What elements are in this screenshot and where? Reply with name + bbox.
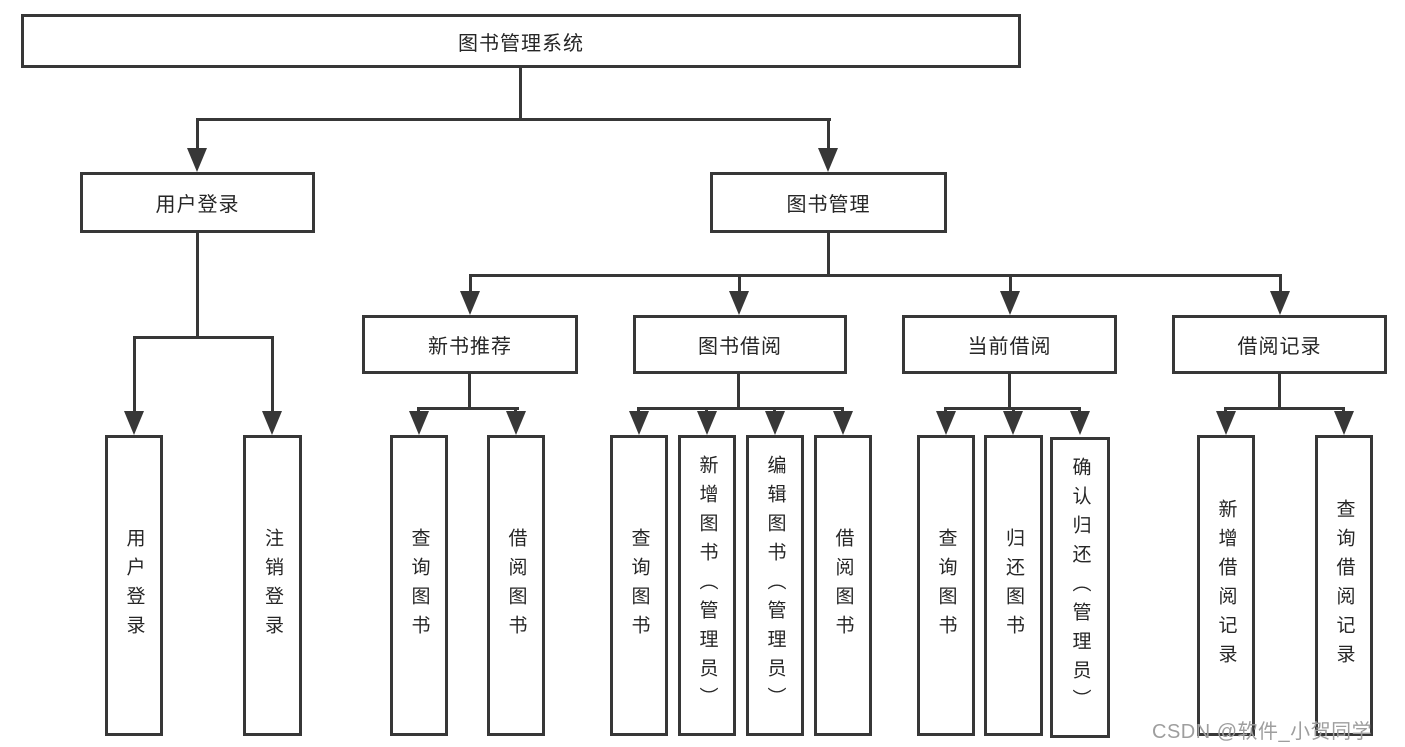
connector-stem-leaf-logout (271, 336, 274, 416)
leaf-borrow-books-1: 借阅图书 (487, 435, 545, 736)
leaf-query-books-1: 查询图书 (390, 435, 448, 736)
leaf-label: 用户登录 (123, 527, 145, 644)
leaf-return-book: 归还图书 (984, 435, 1043, 736)
connector-new-book-rec-trunk (468, 372, 471, 409)
leaf-query-borrow-record: 查询借阅记录 (1315, 435, 1373, 736)
leaf-add-book-admin: 新增图书（管理员） (678, 435, 736, 736)
arrowhead-leaf-user-login (124, 411, 144, 435)
arrowhead-leaf-confirm-return (1070, 411, 1090, 435)
leaf-query-books-3: 查询图书 (917, 435, 975, 736)
connector-stem-book-mgmt (827, 118, 830, 154)
node-book-management: 图书管理 (710, 172, 947, 233)
arrowhead-leaf-edit-book-admin (765, 411, 785, 435)
arrowhead-user-login (187, 148, 207, 172)
leaf-label: 查询图书 (408, 527, 430, 644)
leaf-label: 确认归还（管理员） (1069, 457, 1091, 718)
arrowhead-leaf-query-book-3 (936, 411, 956, 435)
leaf-query-books-2: 查询图书 (610, 435, 668, 736)
connector-stem-borrow-records (1279, 274, 1282, 296)
arrowhead-current-borrow (1000, 291, 1020, 315)
arrowhead-leaf-query-borrow-record (1334, 411, 1354, 435)
leaf-label: 借阅图书 (832, 527, 854, 644)
arrowhead-leaf-query-book-2 (629, 411, 649, 435)
arrowhead-leaf-query-book-1 (409, 411, 429, 435)
node-user-login: 用户登录 (80, 172, 315, 233)
leaf-label: 注销登录 (262, 527, 283, 644)
node-library-management-system: 图书管理系统 (21, 14, 1021, 68)
arrowhead-leaf-add-borrow-record (1216, 411, 1236, 435)
node-label: 当前借阅 (967, 336, 1052, 358)
node-label: 图书管理系统 (458, 32, 584, 55)
leaf-add-borrow-record: 新增借阅记录 (1197, 435, 1255, 736)
leaf-label: 查询图书 (628, 527, 650, 644)
leaf-borrow-books-2: 借阅图书 (814, 435, 872, 736)
connector-stem-book-borrow (738, 274, 741, 296)
connector-stem-new-book-rec (469, 274, 472, 296)
leaf-user-login: 用户登录 (105, 435, 163, 736)
leaf-label: 查询借阅记录 (1333, 498, 1355, 673)
node-new-book-recommend: 新书推荐 (362, 315, 578, 374)
csdn-watermark: CSDN @软件_小贺同学 (1152, 721, 1373, 743)
arrowhead-book-borrow (729, 291, 749, 315)
connector-borrow-records-branch (1225, 407, 1345, 410)
connector-current-borrow-trunk (1008, 372, 1011, 409)
connector-book-mgmt-branch (469, 274, 1282, 277)
connector-user-login-trunk (196, 231, 199, 338)
arrowhead-leaf-add-book-admin (697, 411, 717, 435)
leaf-edit-book-admin: 编辑图书（管理员） (746, 435, 804, 736)
leaf-label: 借阅图书 (505, 527, 527, 644)
connector-stem-user-login (196, 118, 199, 154)
leaf-confirm-return-admin: 确认归还（管理员） (1050, 437, 1110, 738)
node-label: 用户登录 (155, 194, 240, 216)
leaf-label: 新增借阅记录 (1215, 498, 1237, 673)
connector-user-login-branch (133, 336, 274, 339)
arrowhead-leaf-borrow-book-1 (506, 411, 526, 435)
connector-borrow-records-trunk (1278, 372, 1281, 409)
connector-book-borrow-trunk (737, 372, 740, 409)
connector-stem-current-borrow (1009, 274, 1012, 296)
leaf-label: 查询图书 (935, 527, 957, 644)
node-label: 图书管理 (786, 194, 871, 216)
connector-root-branch (196, 118, 831, 121)
node-book-borrowing: 图书借阅 (633, 315, 847, 374)
node-label: 新书推荐 (428, 336, 512, 358)
node-current-borrowing: 当前借阅 (902, 315, 1117, 374)
node-label: 借阅记录 (1237, 336, 1322, 358)
connector-new-book-rec-branch (418, 407, 519, 410)
connector-book-mgmt-trunk (827, 231, 830, 276)
leaf-label: 新增图书（管理员） (696, 455, 718, 716)
arrowhead-leaf-return-book (1003, 411, 1023, 435)
connector-stem-leaf-user-login (133, 336, 136, 416)
leaf-label: 编辑图书（管理员） (764, 455, 786, 716)
leaf-label: 归还图书 (1003, 527, 1024, 644)
arrowhead-leaf-borrow-book-2 (833, 411, 853, 435)
connector-root-trunk (519, 68, 522, 121)
arrowhead-book-mgmt (818, 148, 838, 172)
node-borrowing-records: 借阅记录 (1172, 315, 1387, 374)
arrowhead-leaf-logout (262, 411, 282, 435)
leaf-logout: 注销登录 (243, 435, 302, 736)
connector-book-borrow-branch (638, 407, 844, 410)
node-label: 图书借阅 (698, 336, 782, 358)
arrowhead-borrow-records (1270, 291, 1290, 315)
arrowhead-new-book-rec (460, 291, 480, 315)
